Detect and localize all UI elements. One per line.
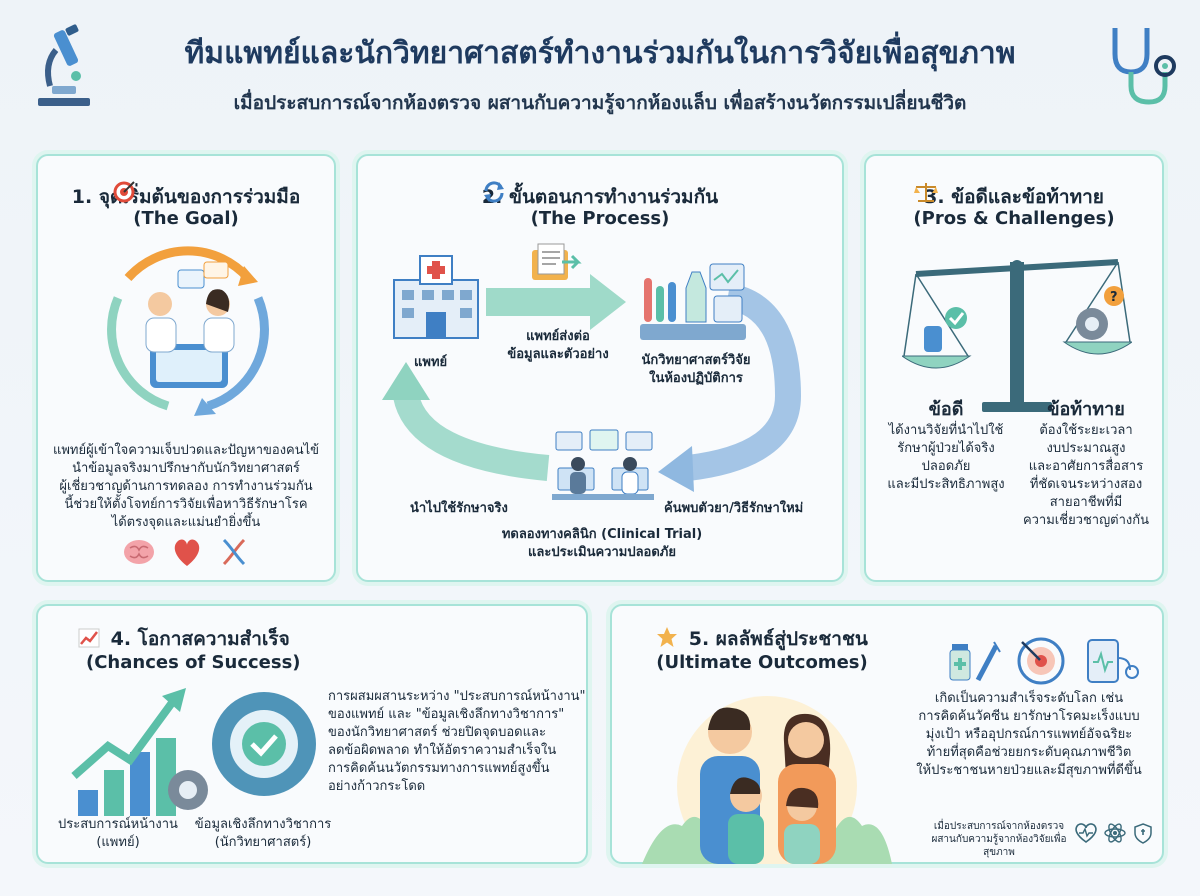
brain-icon (122, 538, 156, 566)
dna-icon (218, 536, 250, 568)
scale-icon (914, 181, 938, 203)
success-title: 4. โอกาสความสำเร็จ (78, 624, 290, 654)
outcomes-subtitle: (Ultimate Outcomes) (656, 652, 868, 673)
shield-care-icon (1132, 822, 1154, 844)
outcomes-footer: เมื่อประสบการณ์จากห้องตรวจ ผสานกับความรู… (931, 821, 1067, 858)
pros-panel: 3. ข้อดีและข้อท้าทาย (Pros & Challenges)… (864, 154, 1164, 582)
pros-column: ข้อดี ได้งานวิจัยที่นำไปใช้ รักษาผู้ป่วย… (887, 399, 1005, 492)
header: ทีมแพทย์และนักวิทยาศาสตร์ทำงานร่วมกันในก… (0, 0, 1200, 140)
vaccine-icon (946, 640, 1002, 684)
apply-label: นำไปใช้รักษาจริง (410, 501, 508, 516)
refresh-icon (482, 181, 506, 203)
star-icon (656, 626, 678, 648)
process-title: 2. ขั้นตอนการทำงานร่วมกัน (358, 181, 842, 212)
goal-title: 1. จุดเริ่มต้นของการร่วมมือ (38, 181, 334, 212)
goal-panel: 1. จุดเริ่มต้นของการร่วมมือ (The Goal) แ… (36, 154, 336, 582)
send-label: แพทย์ส่งต่อ ข้อมูลและตัวอย่าง (507, 329, 609, 362)
process-panel: 2. ขั้นตอนการทำงานร่วมกัน (The Process) … (356, 154, 844, 582)
goal-illustration (98, 238, 278, 418)
heart-icon (172, 536, 202, 568)
doctor-label: แพทย์ (414, 355, 448, 370)
pros-title: 3. ข้อดีและข้อท้าทาย (866, 182, 1162, 212)
heartbeat-icon (1074, 822, 1098, 844)
process-flow (382, 274, 802, 492)
folder-icon (528, 242, 584, 282)
goal-subtitle: (The Goal) (133, 208, 239, 229)
outcomes-title: 5. ผลลัพธ์สู่ประชาชน (632, 624, 892, 654)
label-right: ข้อมูลเชิงลึกทางวิชาการ (นักวิทยาศาสตร์) (194, 817, 332, 850)
trend-chart-icon (78, 628, 100, 648)
page-title: ทีมแพทย์และนักวิทยาศาสตร์ทำงานร่วมกันในก… (184, 36, 1016, 71)
outcomes-text: เกิดเป็นความสำเร็จระดับโลก เช่น การคิดค้… (916, 691, 1142, 778)
family-illustration (642, 676, 892, 864)
stethoscope-icon (1105, 24, 1179, 108)
process-subtitle: (The Process) (530, 208, 670, 229)
pros-subtitle: (Pros & Challenges) (913, 208, 1115, 229)
cons-column: ข้อท้าทาย ต้องใช้ระยะเวลา งบประมาณสูง แล… (1022, 399, 1150, 528)
label-left: ประสบการณ์หน้างาน (แพทย์) (58, 817, 178, 850)
microscope-icon (30, 24, 96, 108)
hospital-icon (388, 250, 484, 340)
atom-icon (1104, 822, 1126, 844)
svg-text:?: ? (1110, 290, 1118, 305)
target-icon (113, 181, 135, 203)
success-subtitle: (Chances of Success) (86, 652, 301, 673)
scientist-label: นักวิทยาศาสตร์วิจัย ในห้องปฏิบัติการ (641, 353, 751, 386)
smart-device-icon (1084, 638, 1142, 684)
page-subtitle: เมื่อประสบการณ์จากห้องตรวจ ผสานกับความรู… (233, 92, 967, 114)
growth-gears-illustration (64, 680, 324, 820)
outcomes-panel: 5. ผลลัพธ์สู่ประชาชน (Ultimate Outcomes) (610, 604, 1164, 864)
trial-label: ทดลองทางคลินิก (Clinical Trial) และประเม… (501, 527, 703, 560)
lab-icon (638, 258, 748, 342)
goal-text: แพทย์ผู้เข้าใจความเจ็บปวดและปัญหาของคนไข… (52, 443, 320, 530)
clinical-trial-icon (548, 428, 658, 508)
discover-label: ค้นพบตัวยา/วิธีรักษาใหม่ (664, 501, 804, 516)
success-panel: 4. โอกาสความสำเร็จ (Chances of Success) … (36, 604, 588, 864)
target-cell-icon (1016, 636, 1066, 686)
balance-scale-illustration: ? (902, 246, 1132, 416)
success-text: การผสมผสานระหว่าง "ประสบการณ์หน้างาน" ขอ… (328, 689, 586, 794)
